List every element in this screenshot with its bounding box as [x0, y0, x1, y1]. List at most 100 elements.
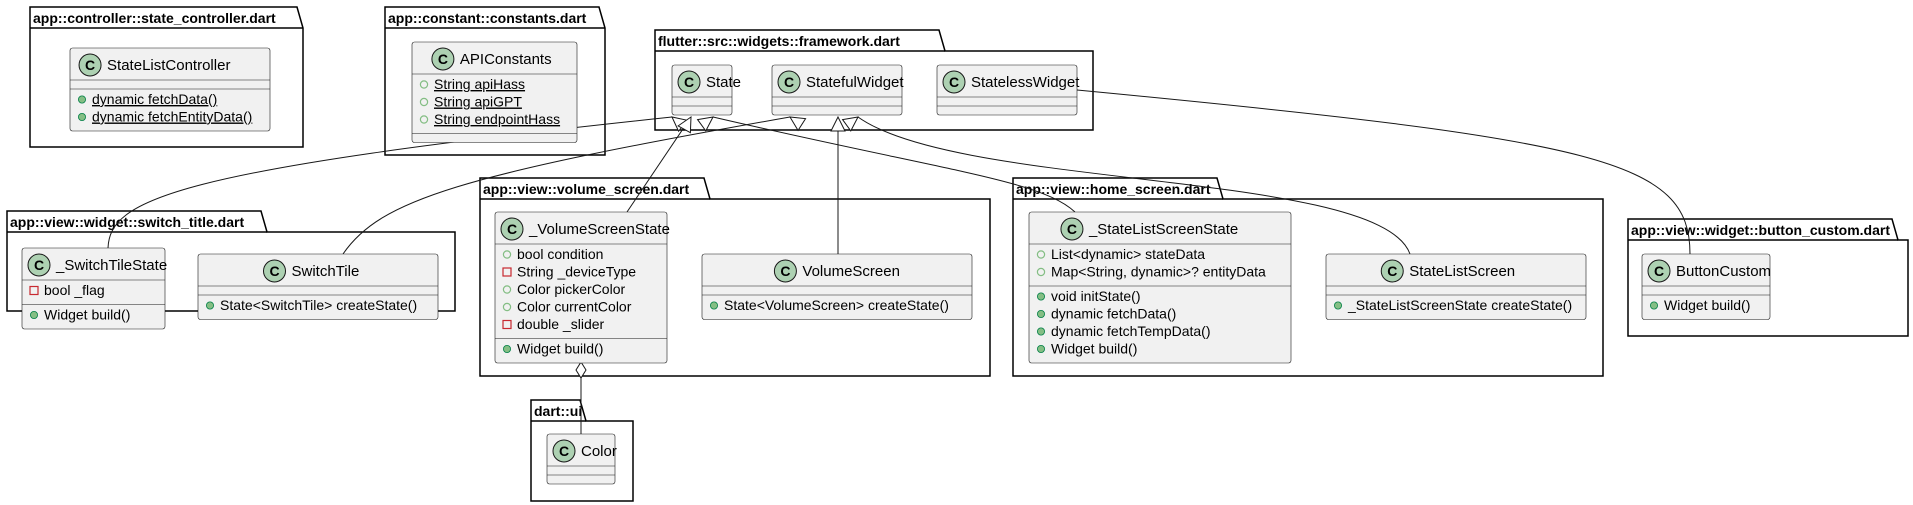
- public-method-visibility-icon: [1334, 301, 1343, 310]
- class-box: [771, 64, 903, 116]
- inheritance-arrowhead: [789, 116, 807, 132]
- public-method-visibility-icon: [1037, 309, 1046, 318]
- class-color[interactable]: C Color: [546, 433, 617, 485]
- class-name: VolumeScreen: [802, 263, 900, 280]
- public-method-visibility-icon: [502, 344, 511, 353]
- private-visibility-icon: [502, 267, 512, 277]
- class-icon-letter: C: [949, 74, 959, 90]
- package-label: app::constant::constants.dart: [388, 10, 587, 26]
- inheritance-arrowhead: [830, 115, 846, 132]
- relation-aggregation: [575, 361, 587, 434]
- class-name: StatelessWidget: [971, 74, 1080, 91]
- public-method-visibility-icon: [1037, 292, 1046, 301]
- package-label: app::controller::state_controller.dart: [33, 10, 276, 26]
- class-c-icon: [677, 70, 701, 94]
- package-label: app::view::widget::button_custom.dart: [1631, 222, 1890, 238]
- class-field: bool condition: [517, 246, 603, 262]
- relation-extends: [830, 115, 846, 254]
- class-c-icon: [1380, 259, 1404, 283]
- class-name: SwitchTile: [292, 263, 360, 280]
- public-field-visibility-icon: [1036, 267, 1046, 277]
- relations-layer: [107, 83, 1691, 434]
- class-field: bool _flag: [44, 282, 105, 298]
- public-field-visibility-icon: [419, 115, 429, 124]
- relation-line: [342, 116, 791, 255]
- public-field-visibility-icon: [502, 250, 512, 259]
- relation-extends: [841, 116, 1411, 255]
- class-box: [494, 211, 668, 364]
- public-method-visibility-icon: [78, 113, 87, 122]
- class-field: List<dynamic> stateData: [1051, 246, 1205, 262]
- class-field: double _slider: [517, 316, 605, 332]
- class-field: String endpointHass: [434, 111, 560, 127]
- aggregation-diamond: [575, 361, 587, 379]
- class-icon-letter: C: [559, 443, 569, 459]
- class-method: Widget build(): [517, 341, 603, 357]
- class-field: String _deviceType: [517, 264, 636, 280]
- class-box: [21, 247, 166, 330]
- private-visibility-icon: [502, 319, 512, 330]
- class-state[interactable]: C State: [671, 64, 741, 116]
- relation-line: [626, 116, 692, 213]
- public-method-visibility-icon: [1650, 301, 1659, 310]
- class-method: dynamic fetchTempData(): [1051, 323, 1211, 339]
- class-stateless-widget[interactable]: C StatelessWidget: [936, 64, 1080, 116]
- class-icon-letter: C: [1654, 263, 1664, 279]
- class-name: StateListScreen: [1409, 263, 1515, 280]
- class-method: void initState(): [1051, 288, 1140, 304]
- class-c-icon: [27, 253, 51, 277]
- class-c-icon: [773, 259, 797, 283]
- class-c-icon: [263, 259, 286, 283]
- public-method-visibility-icon: [710, 301, 719, 310]
- class-box: [1641, 253, 1771, 320]
- private-visibility-icon: [29, 285, 39, 296]
- class-method: dynamic fetchEntityData(): [92, 109, 252, 125]
- class-c-icon: [500, 217, 524, 241]
- public-method-visibility-icon: [1037, 327, 1046, 336]
- public-method-visibility-icon: [78, 95, 87, 104]
- class-icon-letter: C: [438, 51, 448, 67]
- public-field-visibility-icon: [419, 80, 429, 89]
- class-box: [936, 64, 1078, 116]
- inheritance-arrowhead: [841, 116, 859, 132]
- package-label: app::view::home_screen.dart: [1016, 181, 1211, 197]
- public-method-visibility-icon: [1037, 344, 1046, 353]
- class-name: _SwitchTileState: [55, 257, 167, 274]
- class-method: Widget build(): [1051, 341, 1137, 357]
- class-icon-letter: C: [1067, 221, 1077, 237]
- class-name: _VolumeScreenState: [528, 221, 670, 238]
- public-field-visibility-icon: [419, 97, 429, 107]
- class-name: _StateListScreenState: [1088, 221, 1238, 238]
- class-icon-letter: C: [507, 221, 517, 237]
- class-box: [411, 41, 578, 143]
- class-box: [701, 253, 973, 320]
- package-label: flutter::src::widgets::framework.dart: [658, 33, 900, 49]
- class-box: [1028, 211, 1292, 364]
- class-icon-letter: C: [684, 74, 694, 90]
- package-label: app::view::widget::switch_title.dart: [10, 214, 244, 230]
- class-icon-letter: C: [784, 74, 794, 90]
- class-c-icon: [78, 53, 102, 77]
- class-icon-letter: C: [34, 257, 44, 273]
- class-name: State: [706, 74, 741, 91]
- class-c-icon: [552, 439, 576, 463]
- relation-extends: [342, 116, 807, 255]
- class-name: Color: [581, 443, 617, 460]
- class-method: _StateListScreenState createState(): [1347, 297, 1572, 313]
- class-c-icon: [1060, 217, 1084, 241]
- class-field: String apiHass: [434, 76, 525, 92]
- relation-extends: [696, 116, 1076, 213]
- class-c-icon: [431, 47, 455, 71]
- relation-line: [1076, 89, 1691, 255]
